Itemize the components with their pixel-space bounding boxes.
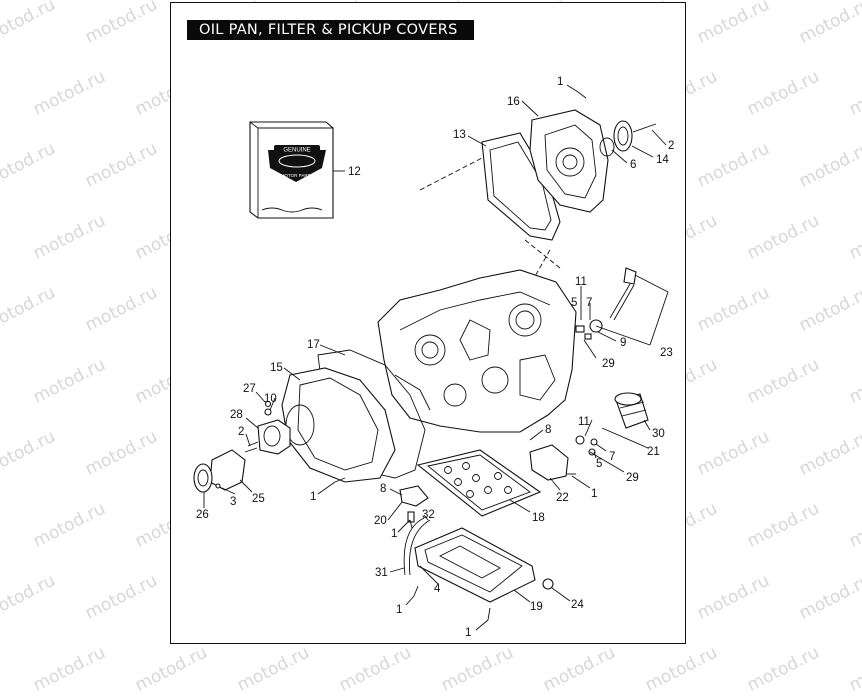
genuine-parts-box: GENUINE MOTOR PARTS xyxy=(249,121,334,219)
callout-29: 29 xyxy=(626,472,639,484)
callout-15: 15 xyxy=(270,362,283,374)
callout-9: 9 xyxy=(620,337,626,349)
oil-pan-gasket xyxy=(416,449,542,517)
callout-21: 21 xyxy=(647,446,660,458)
cam-cover-gasket xyxy=(481,132,561,241)
page-title: OIL PAN, FILTER & PICKUP COVERS xyxy=(187,20,474,40)
logo-text-bottom: MOTOR PARTS xyxy=(281,173,314,178)
callout-25: 25 xyxy=(252,493,265,505)
primary-cover xyxy=(281,367,396,483)
callout-8: 8 xyxy=(545,424,551,436)
leader-lines xyxy=(203,84,669,631)
inspection-cover-assembly xyxy=(193,400,291,493)
callout-31: 31 xyxy=(375,567,388,579)
callout-22: 22 xyxy=(556,492,569,504)
callout-5: 5 xyxy=(596,458,602,470)
leader-dashed xyxy=(524,239,561,269)
callout-24: 24 xyxy=(571,599,584,611)
filter-adapter xyxy=(529,435,598,481)
watermark-text: motod.ru xyxy=(30,642,109,696)
callout-6: 6 xyxy=(630,159,636,171)
callout-7: 7 xyxy=(586,297,592,309)
callout-17: 17 xyxy=(307,339,320,351)
callout-29: 29 xyxy=(602,358,615,370)
callout-12: 12 xyxy=(348,166,361,178)
callout-30: 30 xyxy=(652,428,665,440)
leader-dashed xyxy=(419,157,483,191)
genuine-logo: GENUINE MOTOR PARTS xyxy=(268,145,326,182)
logo-text-top: GENUINE xyxy=(283,148,310,154)
callout-26: 26 xyxy=(196,509,209,521)
watermark-text: motod.ru xyxy=(336,642,415,696)
watermark-text: motod.ru xyxy=(540,642,619,696)
oil-tank-fitting xyxy=(575,267,637,340)
callout-27: 27 xyxy=(243,383,256,395)
oil-pickup xyxy=(399,485,431,576)
cam-cover xyxy=(529,109,609,213)
callout-16: 16 xyxy=(507,96,520,108)
callout-20: 20 xyxy=(374,515,387,527)
parts-diagram: GENUINE MOTOR PARTS xyxy=(193,76,674,639)
callout-3: 3 xyxy=(230,496,236,508)
callout-14: 14 xyxy=(656,154,669,166)
watermark-text: motod.ru xyxy=(846,642,862,696)
callout-11: 11 xyxy=(575,276,587,288)
callout-23: 23 xyxy=(660,347,673,359)
callout-4: 4 xyxy=(434,583,441,595)
callout-2: 2 xyxy=(238,426,244,438)
callout-1: 1 xyxy=(396,604,402,616)
crankcase xyxy=(377,269,577,433)
callout-1: 1 xyxy=(310,491,316,503)
bolts xyxy=(334,91,657,621)
watermark-text: motod.ru xyxy=(744,642,823,696)
callout-8: 8 xyxy=(380,483,386,495)
callout-5: 5 xyxy=(571,297,577,309)
watermark-text: motod.ru xyxy=(132,642,211,696)
callout-28: 28 xyxy=(230,409,243,421)
callout-10: 10 xyxy=(264,393,277,405)
callout-1: 1 xyxy=(465,627,471,639)
callout-11: 11 xyxy=(578,416,590,428)
watermark-text: motod.ru xyxy=(234,642,313,696)
oil-pan xyxy=(414,527,554,603)
watermark-text: motod.ru xyxy=(642,642,721,696)
callout-18: 18 xyxy=(532,512,545,524)
callout-7: 7 xyxy=(609,451,615,463)
callout-2: 2 xyxy=(668,140,674,152)
callout-1: 1 xyxy=(591,488,597,500)
oil-filter xyxy=(614,392,649,429)
callout-19: 19 xyxy=(530,601,543,613)
callout-1: 1 xyxy=(391,528,397,540)
callout-13: 13 xyxy=(453,129,466,141)
seal-and-ring xyxy=(599,120,651,157)
callout-1: 1 xyxy=(557,76,563,88)
watermark-text: motod.ru xyxy=(438,642,517,696)
callout-labels: 1 16 13 2 14 6 12 11 5 7 9 23 29 17 15 2… xyxy=(196,76,674,639)
callout-32: 32 xyxy=(422,509,435,521)
